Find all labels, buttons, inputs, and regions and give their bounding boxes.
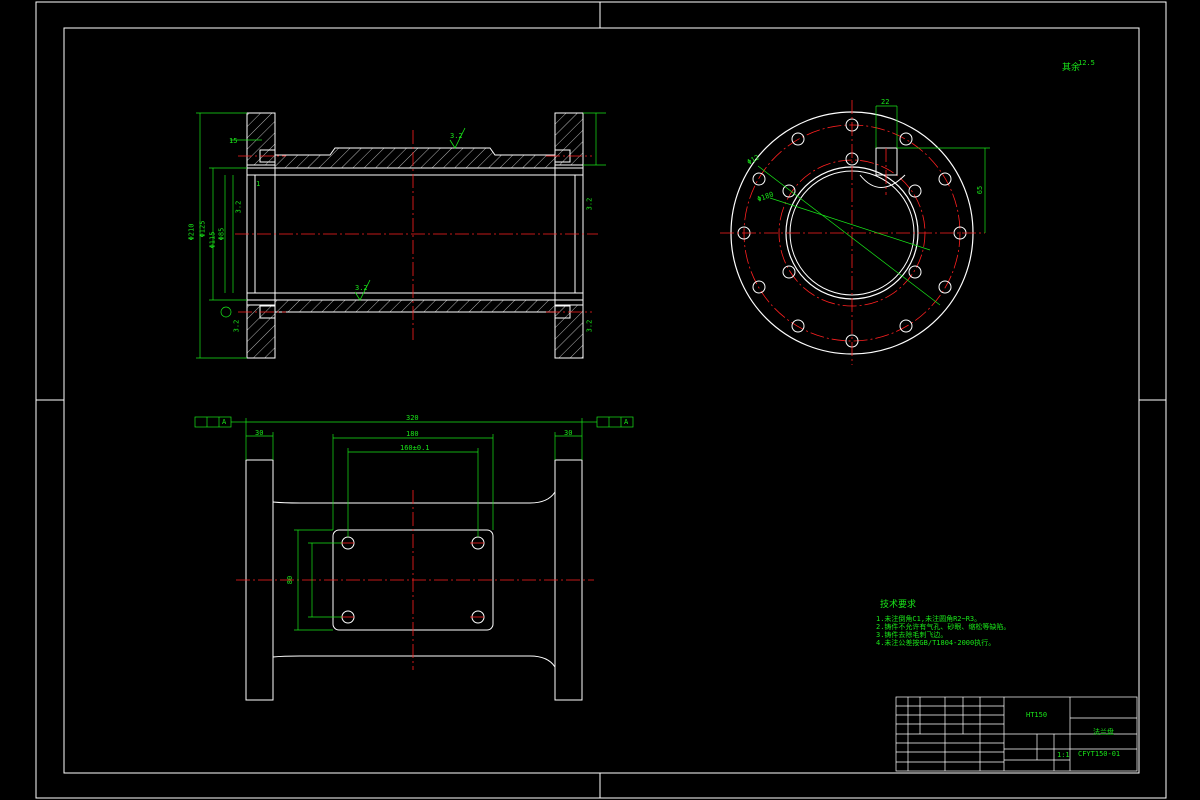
dim-flange-right: 30 bbox=[564, 429, 573, 437]
dim-overall-length: 320 bbox=[406, 414, 419, 422]
datum-left: A bbox=[222, 418, 227, 426]
dim-overall-height: Φ210 bbox=[187, 223, 196, 241]
title-scale: 1:1 bbox=[1057, 751, 1070, 759]
dim-pad-length: 180 bbox=[406, 430, 419, 438]
dim-pad-hole-pitch: 160±0.1 bbox=[400, 444, 430, 452]
dim-surface-right: 3.2 bbox=[585, 197, 594, 211]
section-view bbox=[196, 112, 606, 359]
dim-surface-left: 3.2 bbox=[234, 200, 243, 214]
surface-finish-note: 其余 bbox=[1062, 63, 1081, 73]
end-view bbox=[720, 100, 990, 365]
tech-req-item: 2.铸件不允许有气孔、砂眼、缩松等缺陷。 bbox=[876, 623, 1011, 631]
dim-bore-outer: Φ125 bbox=[198, 220, 207, 238]
dim-bore-inner: Φ115 bbox=[208, 231, 217, 249]
plan-view bbox=[194, 416, 634, 701]
dim-surface-bottom: 3.2 bbox=[355, 284, 368, 292]
dim-pad-width: 80 bbox=[286, 575, 295, 585]
tech-req-item: 4.未注公差按GB/T1804-2000执行。 bbox=[876, 639, 996, 647]
dim-key-height: 65 bbox=[976, 185, 985, 195]
dim-flange-thk: 15 bbox=[229, 137, 238, 145]
title-material: HT150 bbox=[1026, 711, 1048, 719]
title-part-name: 法兰盘 bbox=[1093, 728, 1114, 736]
tech-req-item: 1.未注倒角C1,未注圆角R2~R3。 bbox=[876, 615, 982, 623]
tech-req-item: 3.铸件去除毛刺飞边。 bbox=[876, 631, 948, 639]
tech-req-title: 技术要求 bbox=[880, 600, 917, 610]
dim-pilot: Φ85 bbox=[217, 227, 226, 241]
dim-step: 1 bbox=[256, 180, 261, 188]
title-drawing-number: CFYT150-01 bbox=[1078, 750, 1121, 758]
title-block bbox=[895, 696, 1138, 772]
dim-chamfer-top: 3.2 bbox=[450, 132, 463, 140]
dim-small-left: 3.2 bbox=[232, 319, 241, 333]
dim-flange-left: 30 bbox=[255, 429, 264, 437]
dim-key-width: 22 bbox=[881, 98, 890, 106]
datum-right: A bbox=[624, 418, 629, 426]
dim-chamfer-bottom: 3.2 bbox=[585, 319, 594, 333]
surface-finish-value: 12.5 bbox=[1078, 59, 1095, 67]
sheet-frame bbox=[35, 1, 1167, 799]
